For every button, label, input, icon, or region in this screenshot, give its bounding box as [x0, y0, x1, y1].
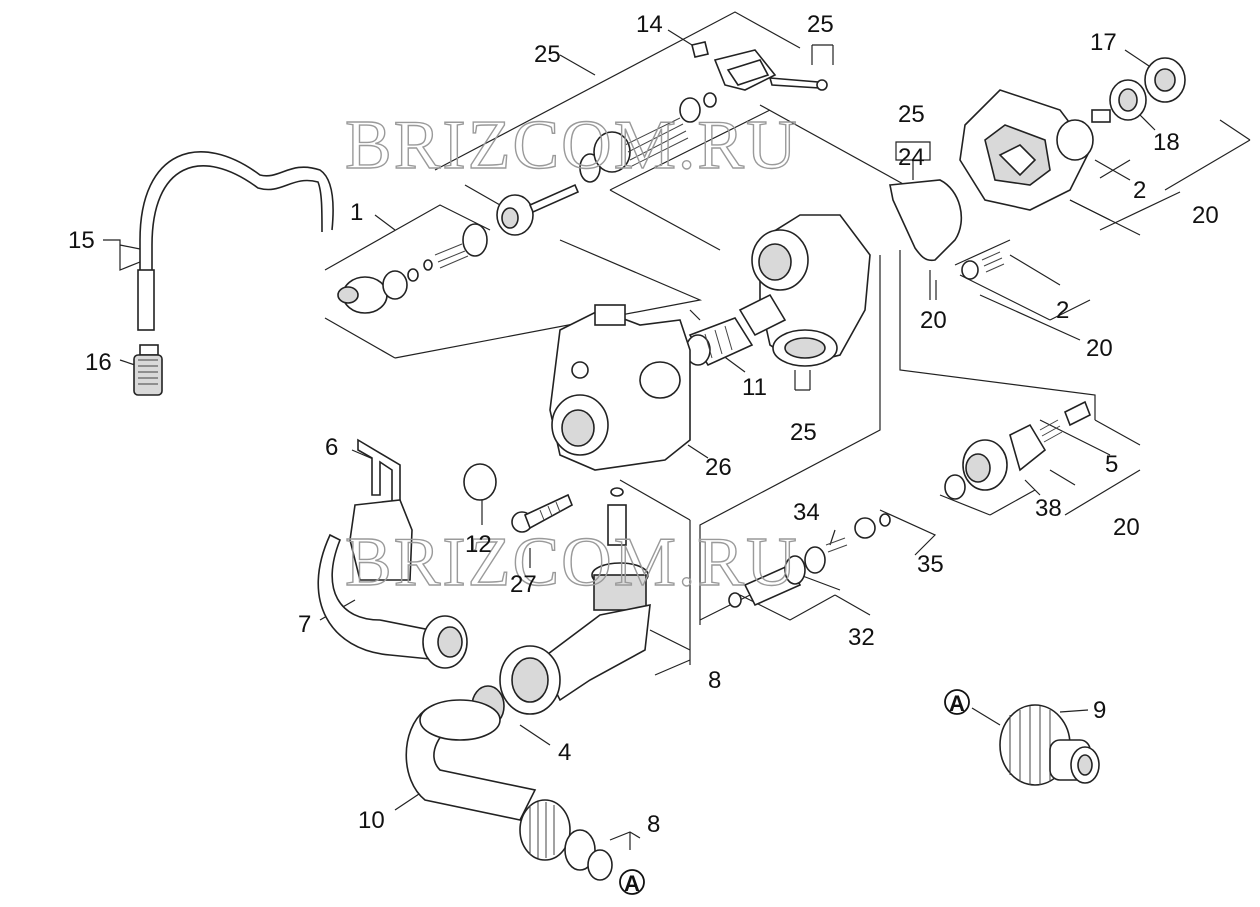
callout-18: 18: [1153, 129, 1180, 156]
leader-lines: [103, 11, 1251, 850]
watermark-top: BRIZCOM.RU: [345, 107, 799, 184]
callout-7: 7: [298, 611, 311, 638]
pump-body-26: [549, 304, 691, 471]
callout-2-lower: 2: [1056, 297, 1069, 324]
callout-32: 32: [848, 624, 875, 651]
manifold-housing: [751, 214, 871, 367]
elbow-10: [405, 699, 613, 881]
callout-26: 26: [705, 454, 732, 481]
callout-1: 1: [350, 199, 363, 226]
callout-38: 38: [1035, 495, 1062, 522]
bracket-14: [691, 41, 828, 91]
filter-16: [133, 344, 163, 396]
callout-9: 9: [1093, 697, 1106, 724]
callout-labels: 1 2 2 4 5 6 7 8 8 9 10 11 12 14 15 16 17…: [68, 11, 1219, 838]
callout-20-c: 20: [1086, 335, 1113, 362]
callout-27: 27: [510, 571, 537, 598]
screw-27: [511, 493, 574, 533]
callout-25-top: 25: [807, 11, 834, 38]
valve-32-34-35: [728, 513, 891, 608]
marker-a-1: A: [944, 689, 970, 716]
hose-15: [137, 151, 334, 331]
watermark-bottom: BRIZCOM.RU: [345, 524, 799, 601]
clip-6: [357, 438, 401, 506]
svg-text:A: A: [949, 691, 965, 716]
connector-11: [685, 293, 787, 367]
callout-15: 15: [68, 227, 95, 254]
valve-5-38: [944, 400, 1092, 500]
pump-head-17-18: [959, 57, 1186, 211]
callout-17: 17: [1090, 29, 1117, 56]
svg-text:A: A: [624, 871, 640, 896]
callout-5: 5: [1105, 451, 1118, 478]
elbow-7: [317, 499, 468, 669]
callout-25-left: 25: [534, 41, 561, 68]
callout-8-center: 8: [708, 667, 721, 694]
callout-34: 34: [793, 499, 820, 526]
callout-16: 16: [85, 349, 112, 376]
valve-assembly-1: [337, 223, 488, 314]
fitting-8-center: [499, 487, 651, 715]
valve-2-upper: [961, 251, 1005, 280]
callout-12: 12: [465, 531, 492, 558]
callout-25-lower: 25: [790, 419, 817, 446]
callout-25-right: 25: [898, 101, 925, 128]
marker-a-2: A: [619, 869, 645, 896]
callout-4: 4: [558, 739, 571, 766]
callout-20-a: 20: [1192, 202, 1219, 229]
callout-20-b: 20: [920, 307, 947, 334]
callout-14: 14: [636, 11, 663, 38]
callout-6: 6: [325, 434, 338, 461]
coupling-9: [999, 704, 1100, 786]
oring-12: [463, 463, 497, 501]
seal-24: [889, 179, 963, 262]
callout-24: 24: [898, 144, 925, 171]
callout-10: 10: [358, 807, 385, 834]
callout-35: 35: [917, 551, 944, 578]
callout-8-bottom: 8: [647, 811, 660, 838]
callout-20-d: 20: [1113, 514, 1140, 541]
callout-11: 11: [742, 374, 767, 401]
callout-2-upper: 2: [1133, 177, 1146, 204]
piston-assembly-25: [496, 92, 717, 236]
